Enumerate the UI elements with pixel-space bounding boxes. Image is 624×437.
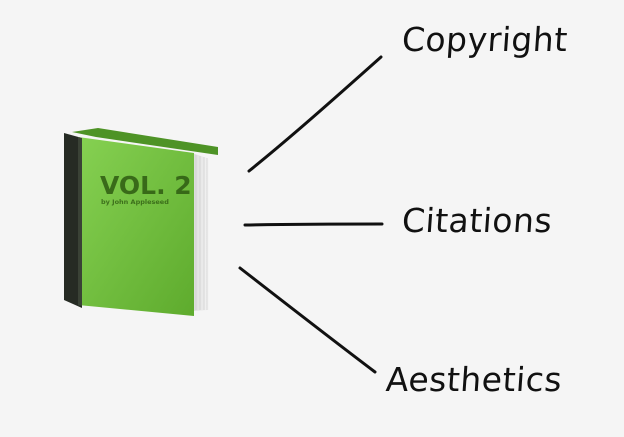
book-spine — [64, 133, 82, 308]
book-subtitle: by John Appleseed — [101, 198, 169, 206]
book-cover — [78, 137, 194, 316]
book-title: VOL. 2 — [100, 171, 192, 200]
book-pages — [192, 153, 210, 311]
connector-line-citations — [243, 222, 384, 227]
topic-label-citations: Citations — [400, 201, 554, 240]
connector-line-aesthetics — [238, 266, 377, 374]
book-back-cover — [72, 128, 218, 155]
green-book-icon: VOL. 2 by John Appleseed — [64, 128, 218, 316]
connector-line-copyright — [247, 55, 383, 173]
topic-label-copyright: Copyright — [400, 20, 570, 59]
topic-label-aesthetics: Aesthetics — [384, 360, 564, 399]
